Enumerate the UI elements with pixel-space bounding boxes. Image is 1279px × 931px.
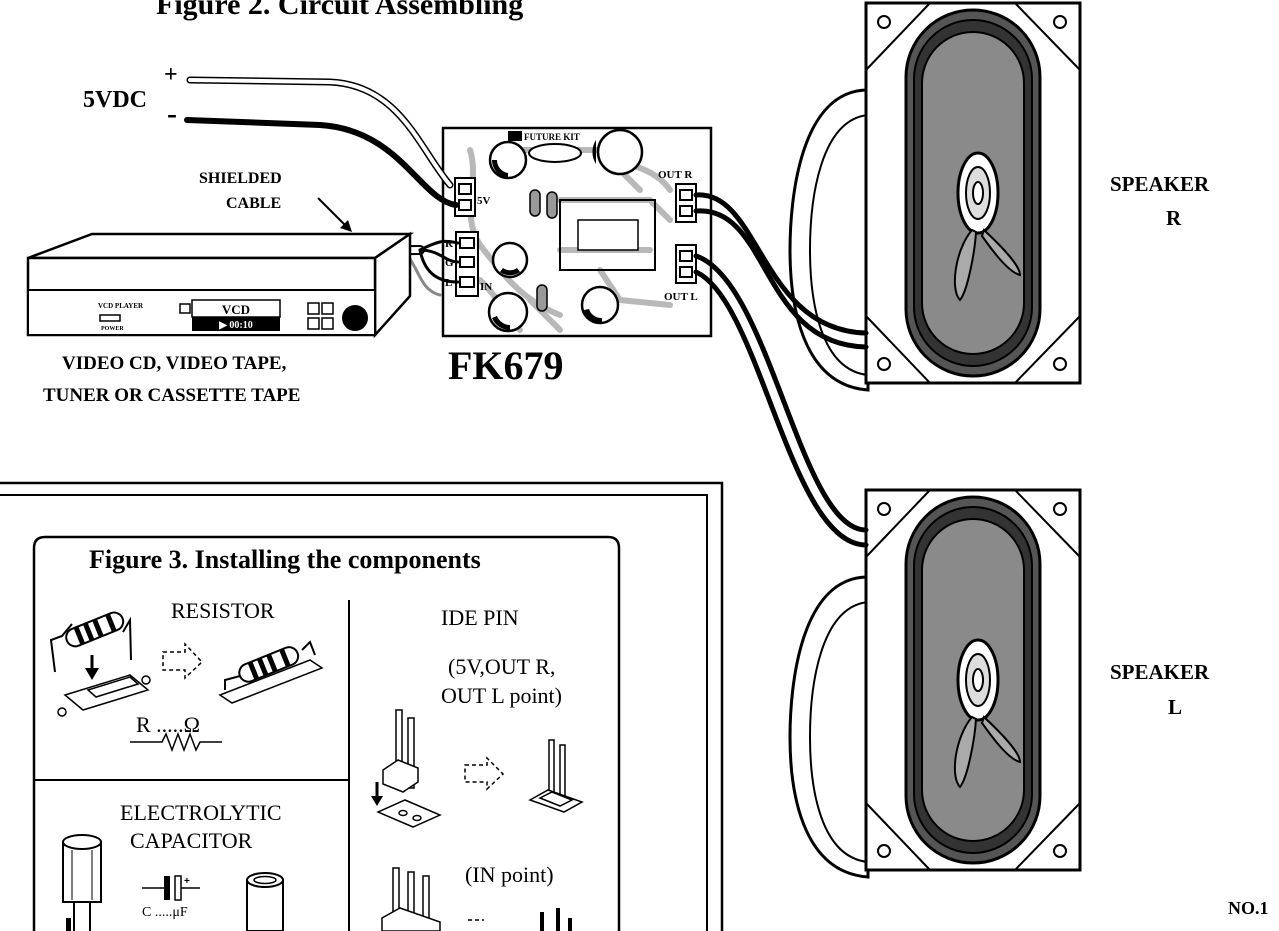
pin-5v-label: 5V [477,195,491,207]
shielded-cable-label-1: SHIELDED [199,170,282,187]
player-time: ▶ 00:10 [218,320,253,331]
player-display: VCD [222,302,250,317]
power-minus: - [167,97,177,130]
svg-text:+: + [184,876,190,887]
pin-l-label: L [445,277,452,289]
ide-pin-note-2: OUT L point) [441,683,562,708]
resistor-illustration [49,611,324,753]
out-r-label: OUT R [658,169,693,181]
ide-pin-note-3: (IN point) [465,862,554,887]
ide-pin-label: IDE PIN [441,605,519,630]
out-l-label: OUT L [664,291,698,303]
power-wires [184,76,459,208]
power-plus: + [164,62,178,88]
capacitor-value: C .....μF [142,905,188,920]
board-model: FK679 [448,343,564,388]
electrolytic-label-1: ELECTROLYTIC [120,800,282,825]
speaker-l-label-1: SPEAKER [1110,660,1210,684]
pin-r-label: R [445,238,454,250]
player-caption-1: VIDEO CD, VIDEO TAPE, [62,353,287,374]
page-number: NO.1 [1228,898,1269,918]
resistor-value: R .....Ω [136,712,201,737]
ide-pin-illustration [371,709,584,931]
figure2-title: Figure 2. Circuit Assembling [156,0,524,21]
pin-in-label: IN [480,281,492,293]
resistor-label: RESISTOR [171,598,275,623]
player-caption-2: TUNER OR CASSETTE TAPE [43,385,301,406]
speaker-r-label-1: SPEAKER [1110,172,1210,196]
pcb-board: FUTURE KIT 5V R G L IN OUT R OUT L [441,126,713,338]
pin-g-label: G [445,257,454,269]
power-label: 5VDC [83,87,147,113]
vcd-player: VCD PLAYER POWER VCD ▶ 00:10 [26,231,415,339]
capacitor-illustration: + [62,834,284,931]
pcb-logo: FUTURE KIT [524,132,580,142]
player-brand: VCD PLAYER [98,302,144,310]
speaker-r-label-2: R [1166,206,1182,230]
figure3-title: Figure 3. Installing the components [89,545,481,574]
output-wires [693,192,869,548]
speaker-l-label-2: L [1168,695,1183,719]
electrolytic-label-2: CAPACITOR [130,828,253,853]
speaker-l [788,488,1082,879]
player-power-label: POWER [101,326,124,332]
shielded-cable-label-2: CABLE [226,195,282,212]
figure3-panel [0,481,724,931]
speaker-r [788,1,1082,392]
ide-pin-note-1: (5V,OUT R, [448,654,556,679]
shielded-cable-arrow [317,197,352,232]
